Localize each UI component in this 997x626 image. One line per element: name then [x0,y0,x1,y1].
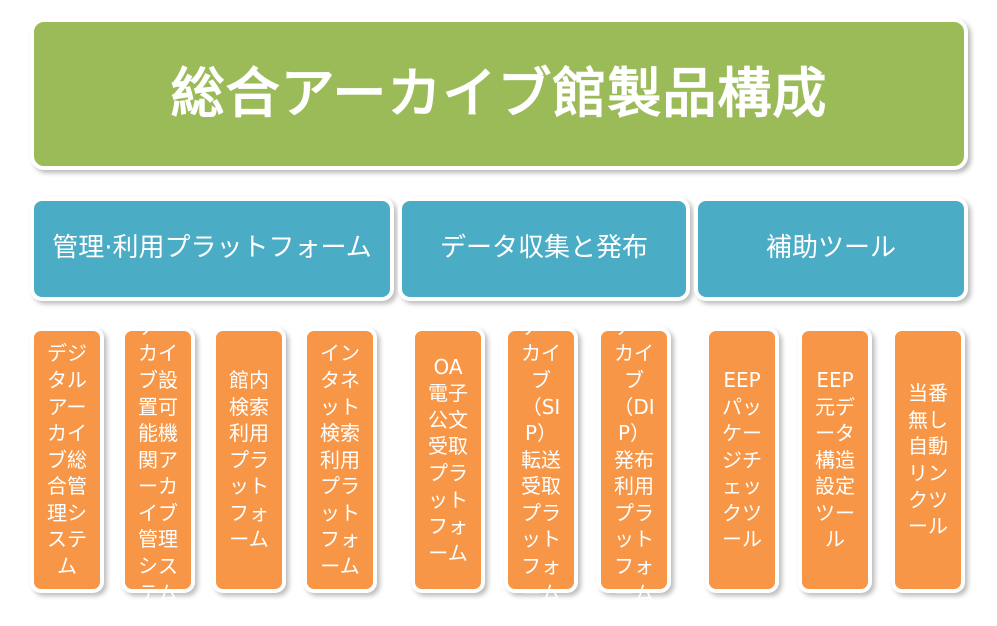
leaf-label: インタネット検索利用プラットフォーム [320,341,360,579]
category-label: データ収集と発布 [439,233,648,264]
leaf-box-auto-link-tool[interactable]: 当番無し自動リンクツール [891,327,965,593]
diagram-title-banner: 総合アーカイブ館製品構成 [30,18,968,170]
page-title: 総合アーカイブ館製品構成 [170,62,828,126]
leaf-box-archive-dip-publishing-platform[interactable]: アーカイブ（DIP）発布利用プラットフォーム [597,315,671,605]
leaf-box-digital-archive-management-system[interactable]: デジタルアーカイブ総合管理システム [30,327,104,593]
category-box-auxiliary-tools[interactable]: 補助ツール [694,197,968,301]
category-label: 管理·利用プラットフォーム [52,233,372,264]
leaf-label: OA電子公文受取プラットフォーム [428,354,468,565]
leaf-box-oa-document-receiving-platform[interactable]: OA電子公文受取プラットフォーム [411,327,485,593]
leaf-box-institution-archive-management-system[interactable]: アーカイブ設置可能機関アーカイブ管理システム [121,315,195,605]
leaf-label: デジタルアーカイブ総合管理システム [47,341,87,579]
leaf-label: 当番無し自動リンクツール [908,381,948,539]
leaf-label: EEPパッケージチェックツール [722,367,762,552]
leaf-label: アーカイブ設置可能機関アーカイブ管理システム [138,314,178,605]
leaf-row: デジタルアーカイブ総合管理システム アーカイブ設置可能機関アーカイブ管理システム… [30,315,968,605]
leaf-label: アーカイブ（DIP）発布利用プラットフォーム [613,314,655,605]
leaf-box-archive-sip-transfer-platform[interactable]: アーカイブ（SIP）転送受取プラットフォーム [504,315,578,605]
leaf-box-in-house-search-platform[interactable]: 館内検索利用プラットフォーム [212,327,286,593]
leaf-box-internet-search-platform[interactable]: インタネット検索利用プラットフォーム [303,327,377,593]
leaf-label: 館内検索利用プラットフォーム [229,367,269,552]
leaf-label: アーカイブ（SIP）転送受取プラットフォーム [521,314,561,605]
category-label: 補助ツール [765,233,896,264]
category-row: 管理·利用プラットフォーム データ収集と発布 補助ツール [30,197,968,301]
category-box-data-collection-publishing[interactable]: データ収集と発布 [398,197,690,301]
category-box-management-usage-platform[interactable]: 管理·利用プラットフォーム [30,197,394,301]
leaf-label: EEP元データ構造設定ツール [815,367,855,552]
leaf-box-eep-package-check-tool[interactable]: EEPパッケージチェックツール [705,327,779,593]
leaf-box-eep-metadata-structure-tool[interactable]: EEP元データ構造設定ツール [798,327,872,593]
